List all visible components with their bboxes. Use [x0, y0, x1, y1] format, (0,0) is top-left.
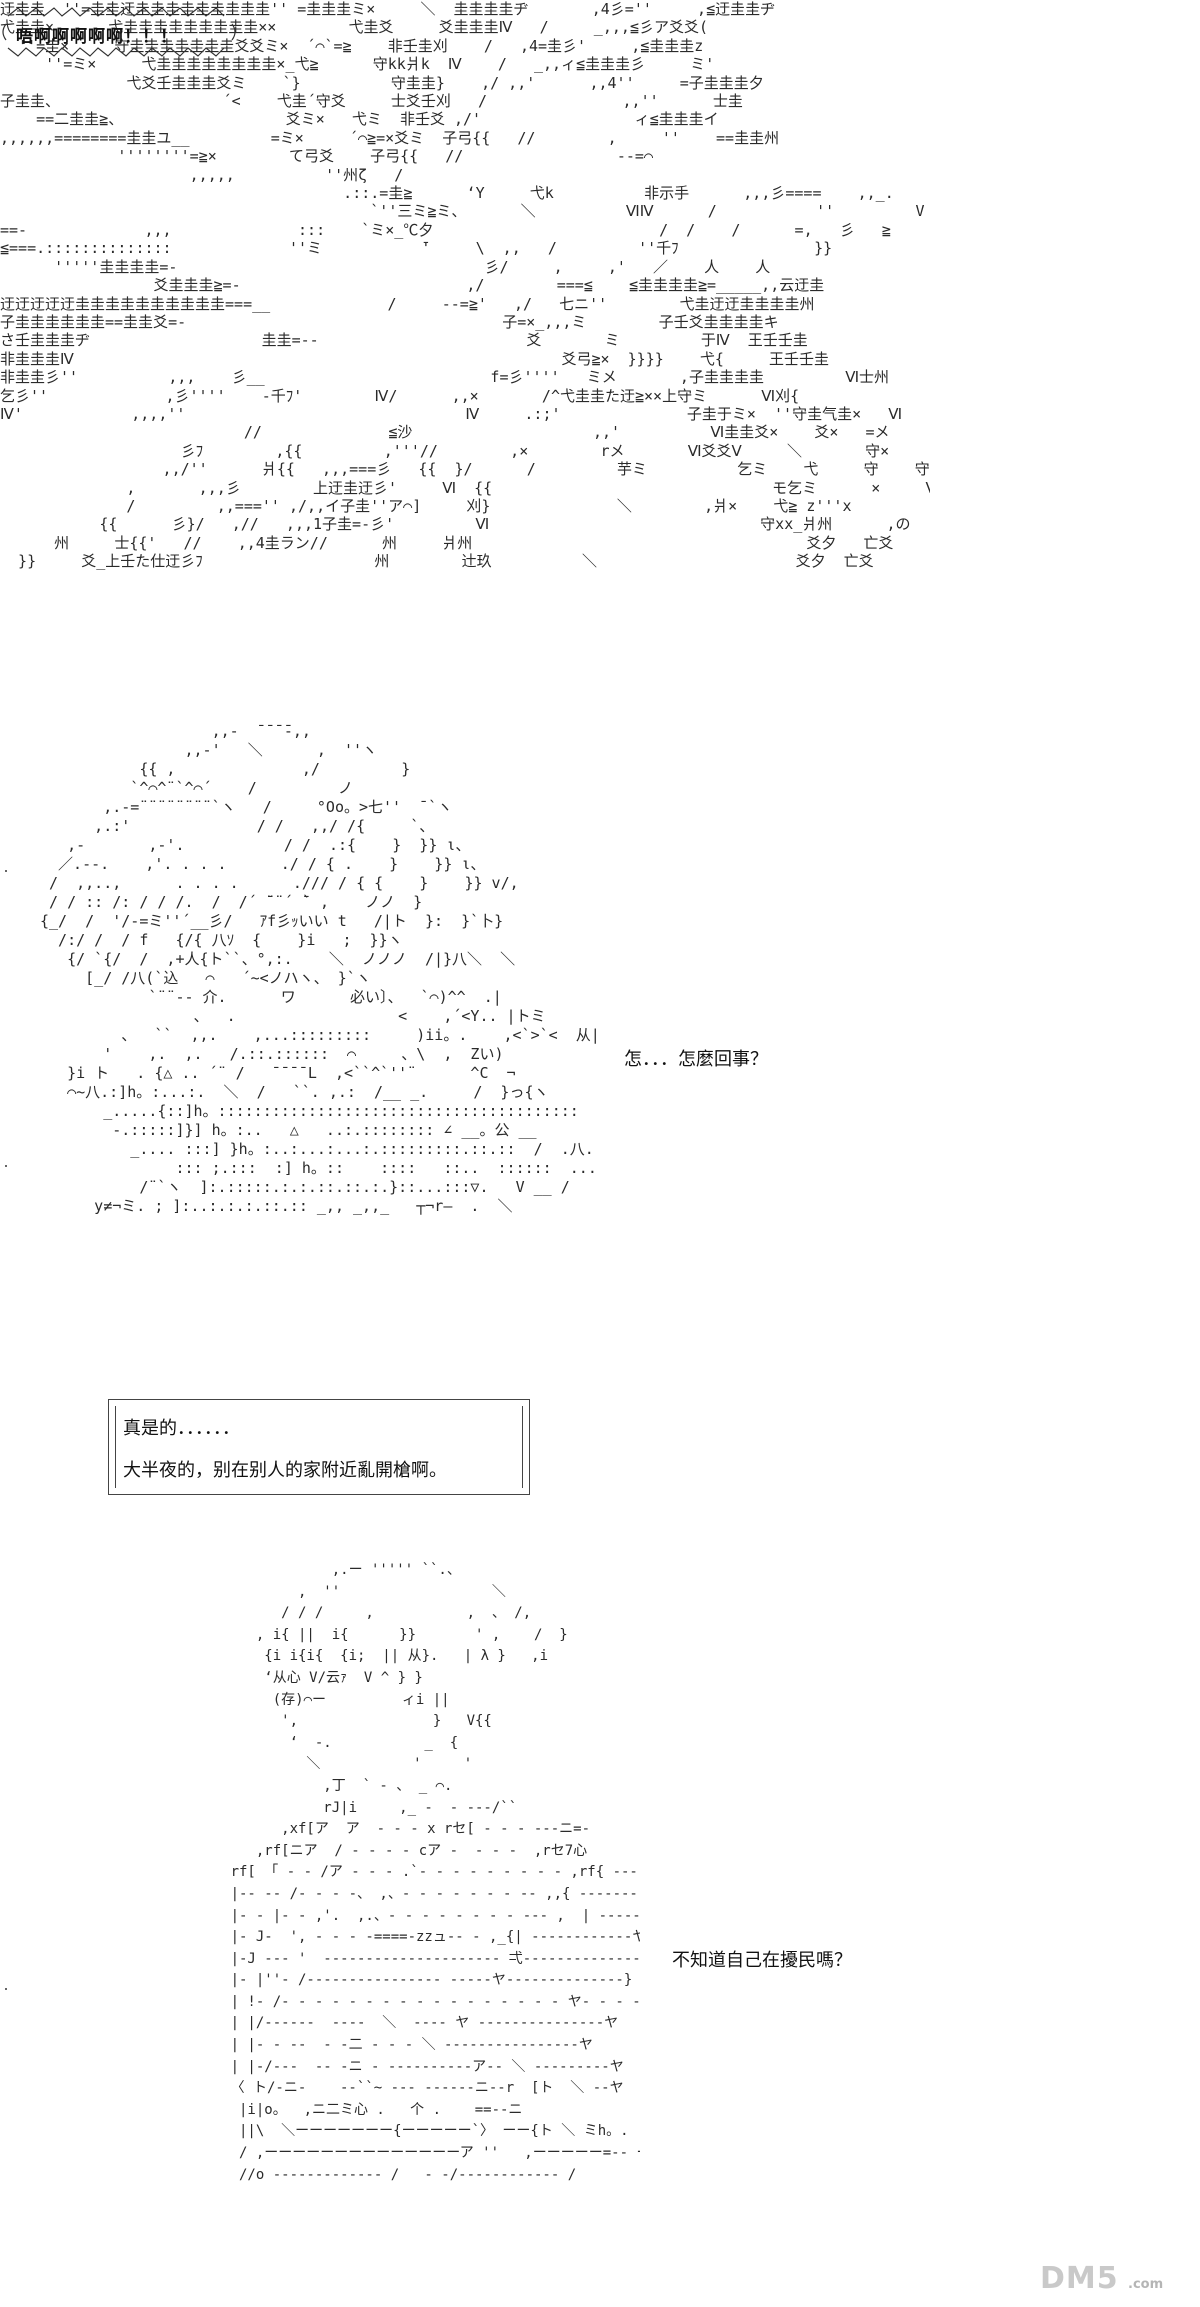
scream-text: 唔啊啊啊啊啊！！！ — [16, 27, 178, 47]
explosion-ascii-art: 迂圭圭 ''=圭圭迂圭圭圭圭圭圭圭圭圭'' =圭圭圭ミ× ＼ 圭圭圭圭ヂ ,4彡… — [0, 0, 930, 571]
man-ascii-art: ,.ー ''''' ``.、 , '' ＼ / / / , , 、 /, , i… — [230, 1562, 640, 2183]
narration-line-2: 大半夜的，别在别人的家附近亂開槍啊。 — [123, 1460, 447, 1481]
narration-box: 真是的．．．．．． 大半夜的，别在别人的家附近亂開槍啊。 — [108, 1399, 530, 1495]
confused-dialogue: 怎．．．怎麼回事？ — [624, 1049, 768, 1070]
watermark-brand: DM5 — [1040, 2261, 1119, 2296]
watermark-domain: .com — [1128, 2277, 1164, 2292]
disturb-dialogue: 不知道自己在擾民嗎？ — [672, 1950, 852, 1971]
narration-line-1: 真是的．．．．．． — [123, 1418, 240, 1439]
margin-dot — [5, 870, 7, 872]
scream-speech-bubble: 唔啊啊啊啊啊！！！ — [0, 0, 240, 58]
girl-ascii-art: ,,- ̄ ̄ ̄ ̄-,, ,,-' ＼ , ''ヽ {{ , ,/ } `^… — [40, 722, 600, 1215]
margin-dot — [5, 1988, 7, 1990]
site-watermark: DM5 .com — [1040, 2257, 1190, 2297]
margin-dot — [5, 1165, 7, 1167]
spiky-bubble-outline-icon — [2, 7, 236, 57]
